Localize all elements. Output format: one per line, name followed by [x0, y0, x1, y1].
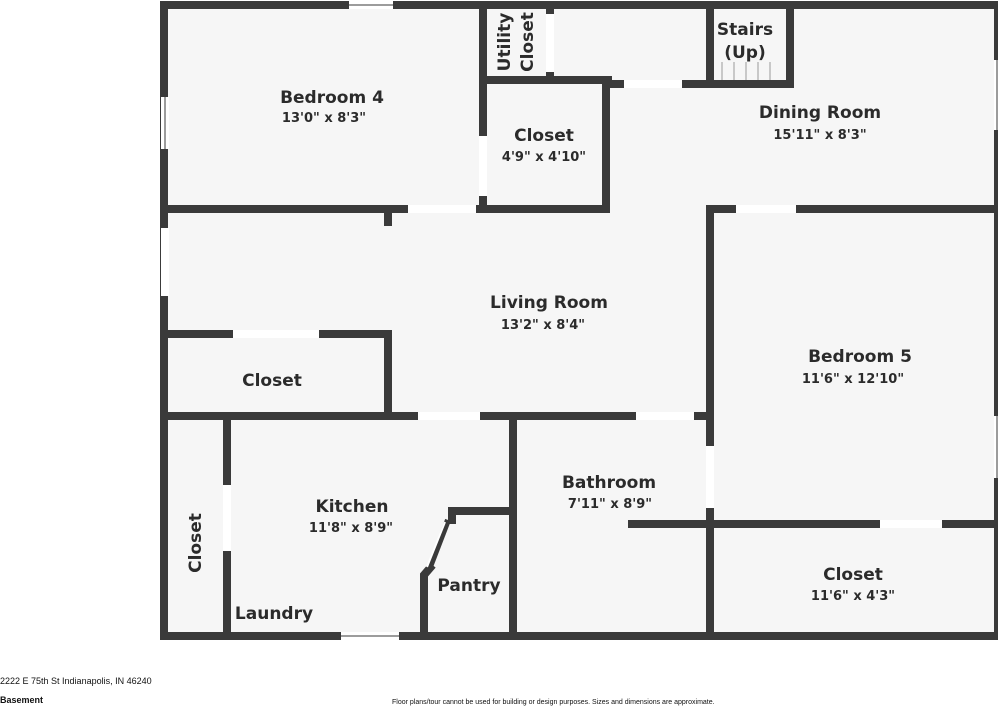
dining-room-name: Dining Room: [759, 103, 881, 123]
bedroom5-name: Bedroom 5: [808, 347, 912, 367]
stairs-line2: (Up): [724, 43, 766, 63]
floor-area: [164, 5, 998, 636]
level-text: Basement: [0, 695, 44, 705]
dining-room-dims: 15'11" x 8'3": [773, 128, 866, 143]
pantry-name: Pantry: [437, 576, 500, 596]
laundry-name: Laundry: [235, 604, 313, 624]
br-closet-dims: 11'6" x 4'3": [811, 589, 895, 604]
bathroom-dims: 7'11" x 8'9": [568, 497, 652, 512]
disclaimer-text: Floor plans/tour cannot be used for buil…: [392, 699, 715, 706]
utility-closet-line1: Utility: [495, 13, 515, 72]
bedroom4-dims: 13'0" x 8'3": [282, 111, 366, 126]
kitchen-dims: 11'8" x 8'9": [309, 521, 393, 536]
living-room-name: Living Room: [490, 293, 608, 313]
bedroom4-name: Bedroom 4: [280, 88, 384, 108]
window-lines: [164, 4, 998, 637]
bathroom-name: Bathroom: [562, 473, 656, 493]
utility-closet-line2: Closet: [518, 12, 538, 72]
stair-treads: [721, 62, 771, 80]
walls: [160, 1, 998, 640]
living-room-dims: 13'2" x 8'4": [501, 318, 585, 333]
kitchen-name: Kitchen: [316, 497, 389, 517]
bedroom5-dims: 11'6" x 12'10": [802, 372, 904, 387]
stairs-line1: Stairs: [717, 20, 773, 40]
pantry-door: [425, 518, 451, 574]
center-closet-name: Closet: [514, 126, 574, 146]
left-closet-name: Closet: [242, 371, 302, 391]
address-text: 2222 E 75th St Indianapolis, IN 46240: [0, 676, 152, 686]
vertical-closet-name: Closet: [186, 513, 206, 573]
center-closet-dims: 4'9" x 4'10": [502, 150, 586, 165]
br-closet-name: Closet: [823, 565, 883, 585]
pantry-door-panel: [426, 521, 446, 568]
